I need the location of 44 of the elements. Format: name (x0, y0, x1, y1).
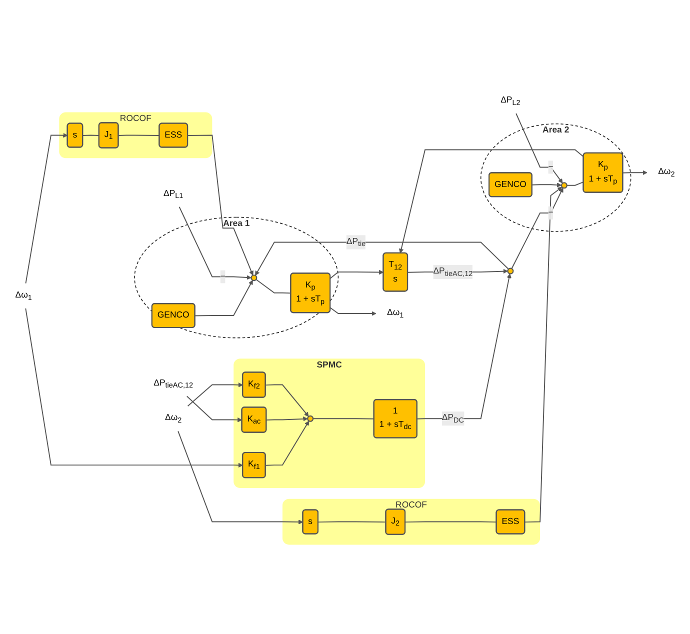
edge-label: ΔP$_{tieAC,12}$ (433, 267, 473, 278)
arrow (330, 270, 384, 280)
arrow (416, 274, 512, 420)
arrow (187, 382, 244, 408)
arrow (178, 206, 252, 280)
node-text: Δω$_{1}$ (15, 290, 32, 302)
node-text: Δω$_{1}$ (387, 308, 404, 320)
node-text: Δω$_{2}$ (658, 168, 675, 179)
arrow (511, 188, 564, 270)
node-circle (507, 268, 514, 275)
arrow (524, 187, 562, 524)
connector (312, 418, 375, 420)
arrow (622, 170, 648, 176)
arrow (187, 135, 254, 276)
edge-label: ΔP$_{DC}$ (442, 414, 464, 425)
node-text: ΔP$_{L1}$ (164, 189, 184, 200)
arrow (25, 133, 68, 284)
arrow (186, 396, 242, 423)
arrow (25, 308, 244, 468)
connector (118, 135, 160, 136)
node-text: ΔP$_{tieAC,12}$ (154, 378, 194, 390)
arrow (516, 113, 563, 184)
connector (256, 279, 292, 294)
arrow (265, 421, 310, 466)
connector (82, 135, 100, 136)
connector (404, 522, 498, 524)
arrow (178, 431, 304, 525)
edge-label: − (548, 208, 554, 218)
edge-label: ΔP$_{tie}$ (346, 237, 366, 248)
connector (318, 522, 386, 524)
node-circle (250, 275, 258, 282)
node-text: Δω$_{2}$ (165, 414, 182, 425)
edge-label: − (220, 272, 226, 282)
edge-label: − (548, 162, 554, 172)
node-text: ΔP$_{L2}$ (500, 96, 520, 107)
arrow (194, 280, 253, 317)
node-circle (307, 416, 314, 422)
node-circle (560, 182, 568, 190)
arrow (265, 384, 309, 418)
arrow (330, 308, 376, 316)
arrow (398, 150, 584, 254)
arrow (532, 183, 562, 188)
connector (566, 182, 584, 186)
arrow (266, 416, 308, 422)
